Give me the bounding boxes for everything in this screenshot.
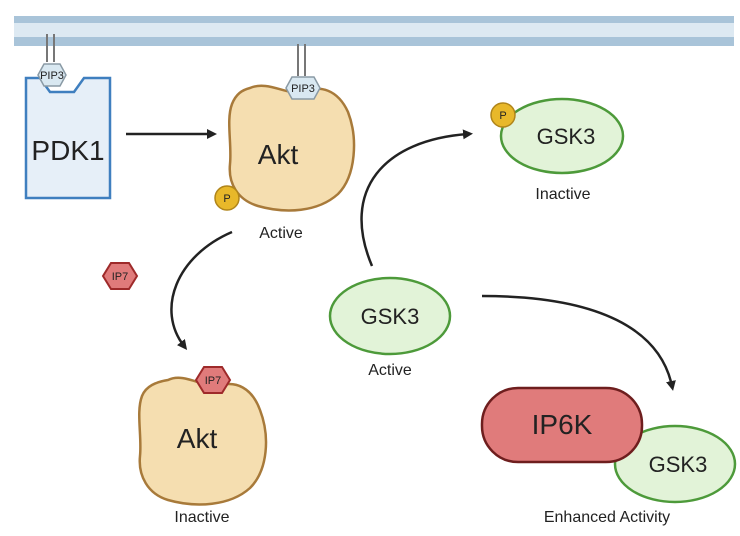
akt-active-state: Active (259, 225, 303, 242)
phospho-gsk3-label: P (499, 110, 506, 122)
pdk1-label: PDK1 (31, 135, 104, 166)
gsk3-complex-label: GSK3 (649, 452, 708, 477)
gsk3-active: GSK3 (328, 276, 452, 356)
arrow-gsk3-to-inactive (360, 129, 473, 267)
pip3-label-pdk1: PIP3 (40, 70, 64, 82)
ip7-free-label: IP7 (112, 271, 129, 283)
phospho-gsk3: P (490, 102, 516, 128)
phospho-akt: P (214, 185, 240, 211)
gsk3-inactive: GSK3 (499, 97, 625, 175)
cell-membrane (14, 16, 734, 46)
ip6k-label: IP6K (532, 409, 593, 440)
gsk3-inactive-label: GSK3 (537, 124, 596, 149)
arrow-gsk3-to-complex (481, 294, 676, 391)
akt-inactive: Akt (138, 376, 268, 506)
gsk3-active-label: GSK3 (361, 304, 420, 329)
akt-active-label: Akt (258, 139, 299, 170)
gsk3-complex-shape (613, 424, 737, 504)
akt-inactive-state: Inactive (174, 509, 229, 526)
ip6k-gsk3-complex: IP6K GSK3 (480, 386, 737, 504)
ip6k-shape (480, 386, 644, 464)
arrow-akt-to-inactive (170, 230, 233, 350)
pip3-anchor-pdk1: PIP3 (37, 34, 67, 87)
gsk3-inactive-state: Inactive (535, 186, 590, 203)
gsk3-active-state: Active (368, 362, 412, 379)
pip3-label-akt: PIP3 (291, 83, 315, 95)
ip7-bound-akt: IP7 (194, 366, 232, 394)
complex-state: Enhanced Activity (544, 509, 670, 526)
ip7-bound-label: IP7 (205, 375, 222, 387)
pip3-anchor-akt: PIP3 (285, 44, 321, 100)
akt-inactive-label: Akt (177, 423, 218, 454)
akt-active: Akt (228, 84, 356, 212)
ip7-free: IP7 (101, 262, 139, 290)
pdk1-protein: PDK1 (24, 76, 112, 200)
phospho-akt-label: P (223, 193, 230, 205)
